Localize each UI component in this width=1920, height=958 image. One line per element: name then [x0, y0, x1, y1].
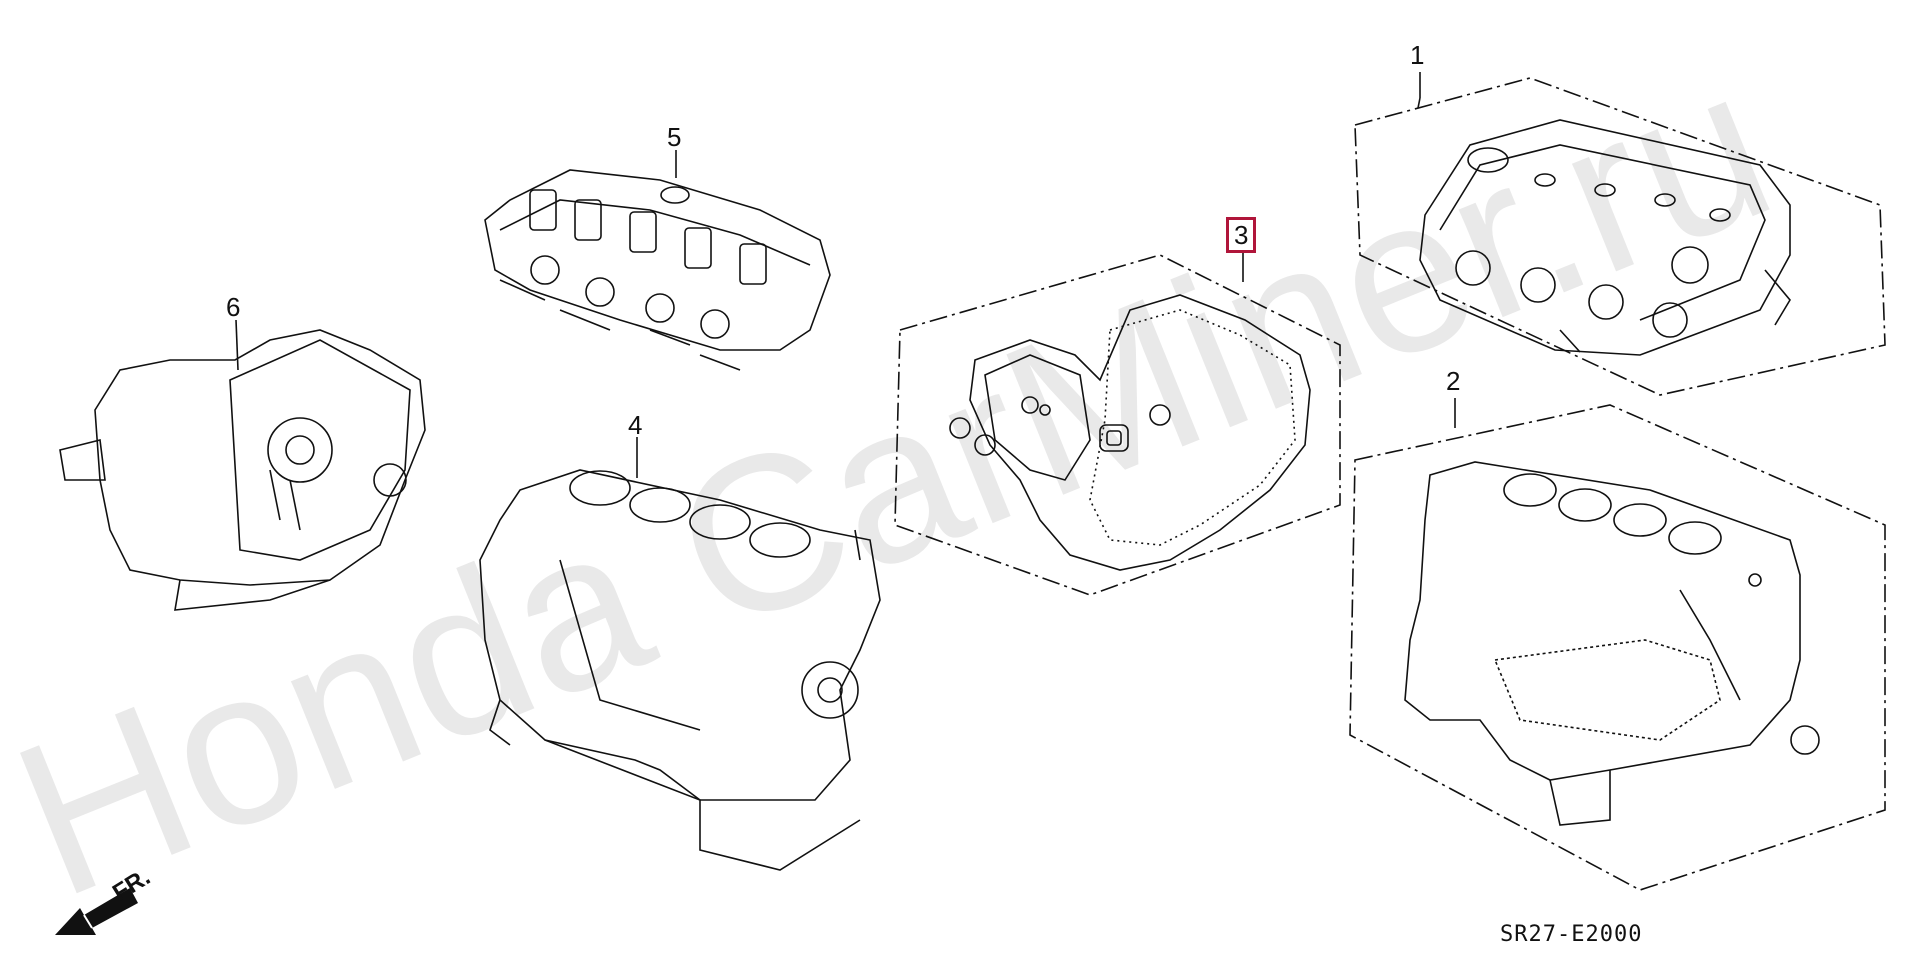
callout-4[interactable]: 4 [628, 410, 643, 440]
kit-box-1 [1354, 77, 1886, 396]
cylinder-head-assembly-icon [484, 169, 831, 371]
gasket-kit-icon [949, 294, 1311, 571]
callout-3[interactable]: 3 [1226, 217, 1257, 253]
engine-block-icon [1404, 461, 1820, 826]
cylinder-head-icon [1419, 119, 1791, 356]
engine-block-assembly-icon [479, 469, 881, 871]
callout-5[interactable]: 5 [667, 122, 682, 152]
callout-2[interactable]: 2 [1446, 366, 1461, 396]
transmission-icon [59, 329, 426, 611]
callout-1[interactable]: 1 [1410, 40, 1425, 70]
callout-6[interactable]: 6 [226, 292, 241, 322]
front-arrow-icon [55, 888, 138, 935]
kit-box-3 [894, 254, 1341, 596]
kit-box-2 [1349, 404, 1886, 891]
leader-lines [235, 72, 1456, 478]
diagram-code: SR27-E2000 [1500, 922, 1643, 947]
